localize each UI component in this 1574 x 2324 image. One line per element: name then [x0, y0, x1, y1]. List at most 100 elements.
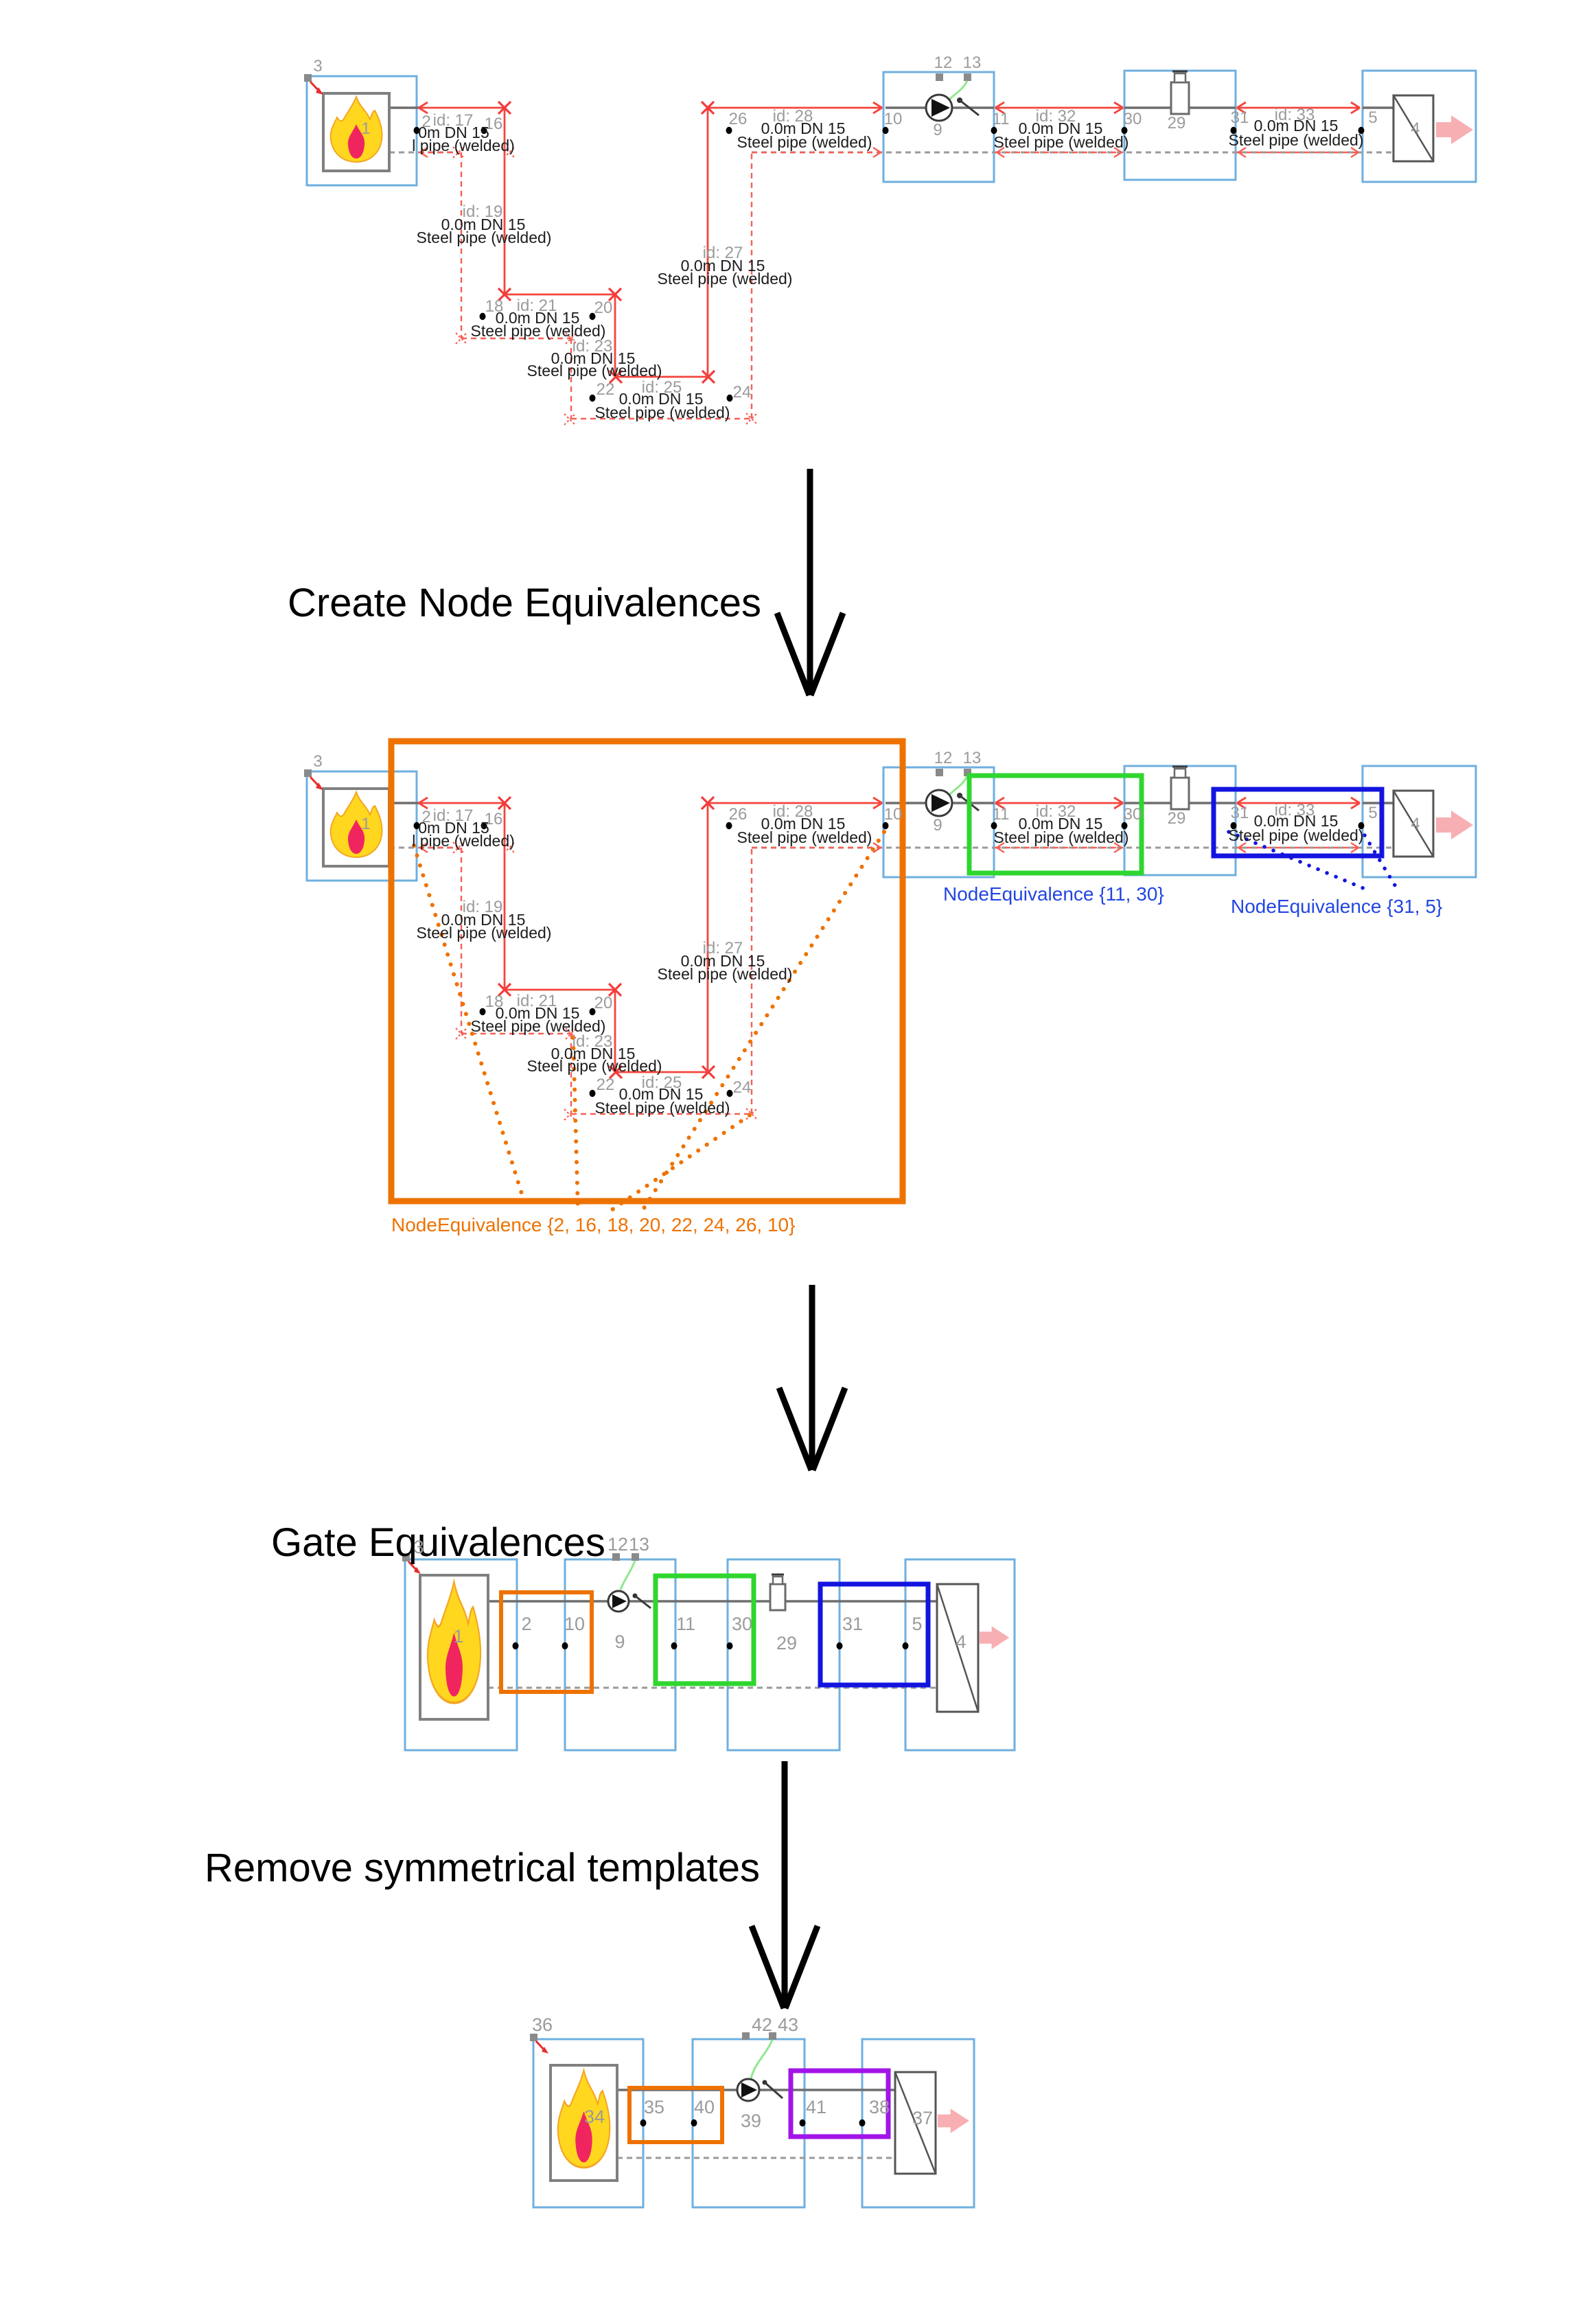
pipe-23-material-label: Steel pipe (welded)	[526, 362, 662, 380]
pipe-32-size-label: 0.0m DN 15	[1018, 119, 1103, 137]
pipe-21-size-label-d2: 0.0m DN 15	[495, 1004, 580, 1022]
pump-9-label: 9	[933, 121, 942, 139]
node-2-label: 2	[421, 113, 431, 131]
node-31-label: 31	[1230, 108, 1249, 127]
boiler-1-label: 1	[453, 1626, 464, 1647]
pipe-23-material-label-d2: Steel pipe (welded)	[526, 1057, 662, 1075]
node-26-label: 26	[728, 110, 748, 128]
pipe-25-id-label-d2: id: 25	[641, 1073, 682, 1092]
node-10-label: 10	[564, 1614, 586, 1634]
vessel-29-label-d2: 29	[1167, 809, 1186, 828]
node-18-label: 18	[485, 297, 504, 316]
marker-12-label-d2: 12	[934, 749, 953, 767]
marker-3-label: 3	[313, 57, 323, 75]
pump-9-label: 9	[614, 1631, 625, 1652]
step2-title: Gate Equivalences	[271, 1520, 605, 1565]
pipe-23-size-label: 0.0m DN 15	[551, 349, 636, 367]
node-equivalence-orange-label: NodeEquivalence {2, 16, 18, 20, 22, 24, …	[391, 1214, 796, 1235]
pipe-17-size-label-d2: 0m DN 15	[418, 819, 489, 837]
blue-dotted-connectors	[1227, 830, 1400, 893]
pipe-17-material-label-d2: l pipe (welded)	[412, 832, 515, 850]
marker-12-label: 12	[934, 54, 953, 72]
node-24-label-d2: 24	[732, 1078, 752, 1097]
pipe-17-id-label: id: 17	[432, 111, 474, 130]
pipe-21-size-label: 0.0m DN 15	[495, 309, 580, 327]
node-10-label-d2: 10	[883, 805, 903, 824]
pipe-33-size-label-d2: 0.0m DN 15	[1253, 812, 1339, 830]
node-5-label: 5	[912, 1614, 923, 1634]
boiler-1-label-d2: 1	[361, 815, 371, 833]
pipe-19-material-label: Steel pipe (welded)	[416, 229, 552, 246]
node-5-label-d2: 5	[1368, 804, 1378, 822]
pipe-25-size-label: 0.0m DN 15	[618, 390, 704, 408]
pipe-28-id-label-d2: id: 28	[772, 802, 813, 821]
diagram3-network	[402, 1553, 1016, 1752]
node-2-label-d2: 2	[421, 808, 431, 826]
node-35-label: 35	[643, 2097, 665, 2117]
template-orange-box	[627, 2086, 724, 2144]
marker-3-label-d2: 3	[313, 752, 323, 771]
arrow-down-icon-3	[748, 1761, 821, 2010]
template-purple-box	[788, 2068, 891, 2139]
node-2-label: 2	[521, 1614, 532, 1634]
node-5-label: 5	[1368, 108, 1378, 127]
marker-42-label: 42	[751, 2014, 773, 2035]
pipe-28-size-label-d2: 0.0m DN 15	[761, 815, 846, 833]
arrow-down-icon-1	[774, 469, 846, 697]
node-equivalence-orange-box	[388, 738, 906, 1205]
step-arrows	[748, 469, 848, 2010]
boiler-34-label: 34	[583, 2106, 605, 2127]
pipe-23-size-label-d2: 0.0m DN 15	[551, 1045, 636, 1062]
node-equivalence-green-box	[967, 773, 1144, 876]
node-31-label-d2: 31	[1230, 804, 1249, 822]
node-38-label: 38	[868, 2097, 890, 2117]
node-22-label: 22	[596, 380, 615, 399]
pipe-27-material-label-d2: Steel pipe (welded)	[657, 965, 793, 983]
node-40-label: 40	[693, 2097, 715, 2117]
pump-9-label-d2: 9	[933, 816, 942, 835]
pipe-27-id-label: id: 27	[702, 244, 743, 262]
pipe-33-size-label: 0.0m DN 15	[1253, 117, 1339, 135]
diagram4-network	[530, 2032, 975, 2209]
pipe-19-size-label-d2: 0.0m DN 15	[441, 911, 526, 929]
pipe-19-material-label-d2: Steel pipe (welded)	[416, 924, 552, 942]
pump-39-label: 39	[740, 2111, 762, 2131]
pipe-17-material-label: l pipe (welded)	[412, 137, 515, 154]
pipe-21-material-label: Steel pipe (welded)	[470, 322, 606, 340]
node-11-label: 11	[675, 1614, 696, 1634]
pipe-17-size-label: 0m DN 15	[418, 124, 489, 141]
pipe-17-id-label-d2: id: 17	[432, 806, 474, 825]
node-30-label: 30	[731, 1614, 753, 1634]
pipe-25-id-label: id: 25	[641, 378, 682, 397]
node-equivalence-green-label: NodeEquivalence {11, 30}	[943, 883, 1164, 905]
hx-37-label: 37	[912, 2108, 934, 2128]
node-equivalence-blue-box	[1211, 787, 1385, 859]
hx-4-label: 4	[1411, 119, 1420, 138]
pipe-33-material-label: Steel pipe (welded)	[1228, 131, 1364, 149]
node-10-label: 10	[883, 110, 903, 128]
node-11-label-d2: 11	[992, 805, 1010, 824]
node-11-label: 11	[992, 110, 1010, 128]
pipe-32-id-label: id: 32	[1035, 107, 1076, 126]
node-equivalence-blue-label: NodeEquivalence {31, 5}	[1231, 896, 1443, 917]
pipe-21-id-label: id: 21	[516, 297, 557, 315]
pipe-28-material-label-d2: Steel pipe (welded)	[737, 828, 872, 846]
node-41-label: 41	[805, 2097, 827, 2117]
vessel-29-label: 29	[1167, 114, 1186, 132]
node-20-label-d2: 20	[594, 994, 613, 1012]
pipe-19-id-label: id: 19	[462, 202, 503, 221]
pipe-32-id-label-d2: id: 32	[1035, 802, 1076, 821]
vessel-29-label: 29	[776, 1633, 798, 1653]
marker-13-label-d2: 13	[962, 749, 982, 767]
pipe-27-size-label: 0.0m DN 15	[680, 257, 765, 275]
pipe-33-id-label-d2: id: 33	[1274, 801, 1315, 820]
node-30-label-d2: 30	[1123, 805, 1142, 824]
pipe-28-size-label: 0.0m DN 15	[761, 119, 846, 137]
pipe-25-material-label-d2: Steel pipe (welded)	[594, 1099, 730, 1117]
pipe-19-size-label: 0.0m DN 15	[441, 216, 526, 233]
node-24-label: 24	[732, 383, 752, 402]
gate-equivalence-green-box	[653, 1573, 756, 1686]
pipe-27-size-label-d2: 0.0m DN 15	[680, 952, 765, 970]
marker-13-label: 13	[962, 54, 982, 72]
node-20-label: 20	[594, 299, 613, 317]
